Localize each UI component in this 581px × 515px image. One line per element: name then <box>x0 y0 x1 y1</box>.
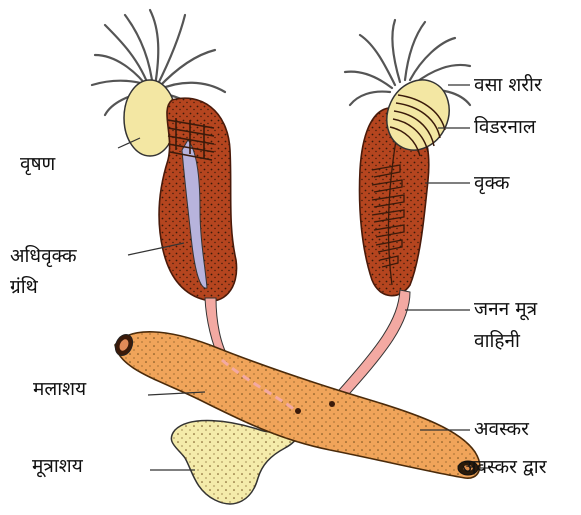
label-urinogenital-duct-line1: जनन मूत्र <box>474 298 537 321</box>
right-urinogenital-duct <box>330 290 410 404</box>
label-rectum: मलाशय <box>33 378 86 401</box>
rectum-cloaca <box>115 332 480 478</box>
label-urinary-bladder: मूत्राशय <box>32 455 83 478</box>
label-cloaca: अवस्कर <box>474 418 529 441</box>
label-kidney: वृक्क <box>474 172 510 195</box>
label-urinogenital-duct-line2: वाहिनी <box>474 330 520 353</box>
label-cloacal-aperture: अवस्कर द्वार <box>462 456 547 479</box>
label-testis: वृषण <box>20 153 55 176</box>
label-vasa-efferentia: विडरनाल <box>474 116 536 139</box>
label-fat-body: वसा शरीर <box>474 74 542 97</box>
label-epididymis-line2: ग्रंथि <box>10 276 38 299</box>
label-epididymis-line1: अधिवृक्क <box>10 245 77 268</box>
